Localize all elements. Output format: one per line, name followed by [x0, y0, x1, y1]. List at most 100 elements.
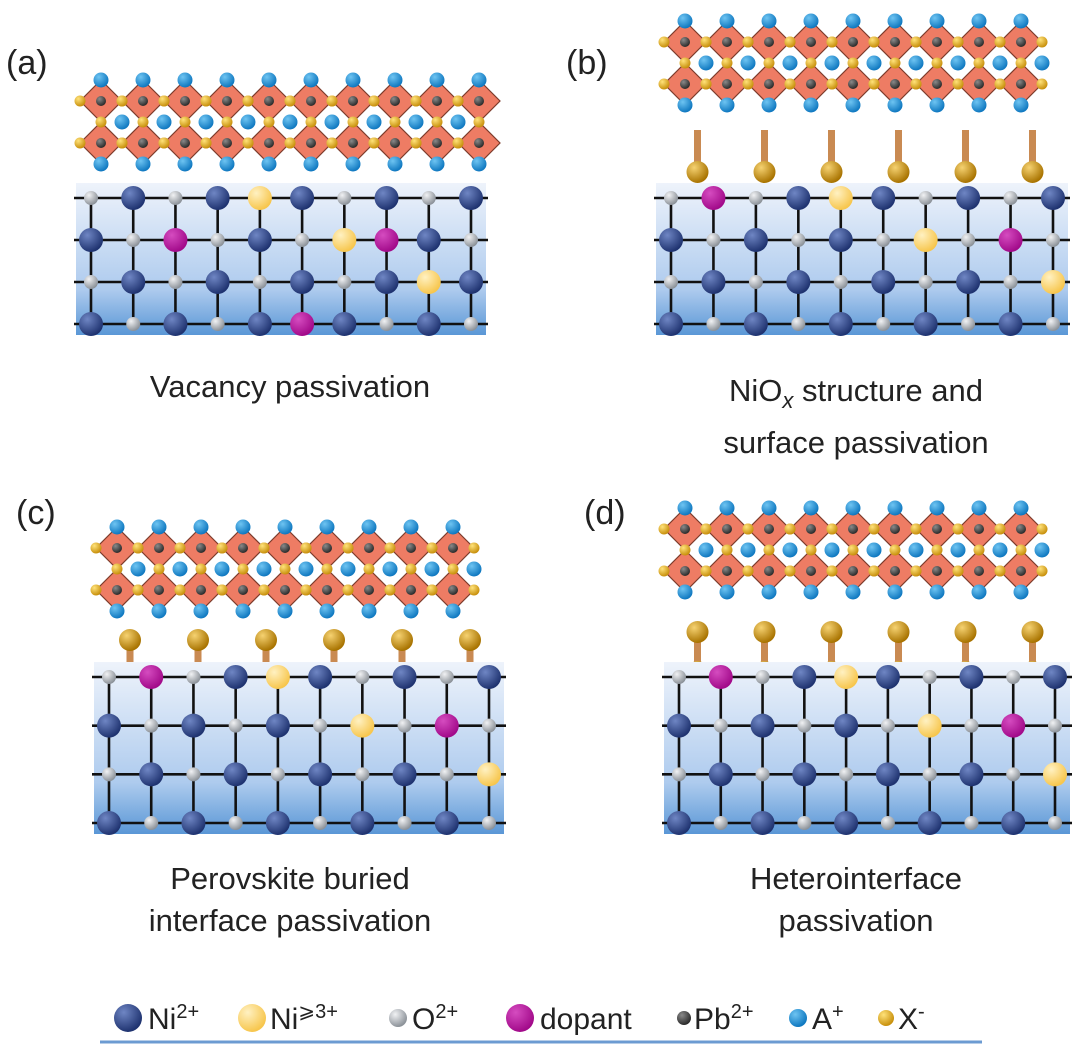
ni2-ion [659, 312, 683, 336]
dopant-ion [998, 228, 1023, 252]
ni2-ion [786, 270, 811, 294]
linker-bond [962, 130, 969, 172]
pb-ion [364, 543, 374, 553]
pb-ion [364, 585, 374, 595]
pb-ion [474, 138, 484, 148]
legend-label-o2: O2+ [412, 1001, 458, 1036]
o2-ion [186, 767, 201, 782]
ni2-ion [1043, 665, 1067, 689]
pb-ion [722, 79, 732, 89]
pb-ion [1016, 37, 1026, 47]
a-cation [992, 542, 1008, 558]
a-cation [466, 561, 482, 577]
pb-ion [348, 96, 358, 106]
x-ion [468, 584, 480, 596]
nio-substrate [664, 662, 1070, 834]
dopant-ion [290, 312, 315, 336]
x-ion [237, 563, 249, 575]
ni3-ion [828, 186, 853, 210]
a-cation [303, 156, 319, 172]
a-cation [135, 156, 151, 172]
a-cation [261, 156, 277, 172]
o2-ion [210, 233, 225, 247]
a-cation [403, 519, 419, 535]
nio-substrate [656, 183, 1068, 335]
caption-b-line-1: NiOx structure and [646, 370, 1066, 422]
o2-ion [706, 233, 721, 247]
a-cation [261, 72, 277, 88]
o2-ion [713, 816, 728, 830]
o2-ion [397, 816, 412, 830]
pb-ion [112, 585, 122, 595]
pb-ion [806, 37, 816, 47]
ni2-ion [871, 186, 896, 210]
caption-d: Heterointerface passivation [646, 858, 1066, 942]
ni2-ion [121, 270, 146, 294]
panel-c-schematic [90, 519, 506, 835]
legend-label-ni3-main: Ni [270, 1003, 298, 1036]
linker-bond [761, 130, 768, 172]
ni2-ion [834, 713, 859, 738]
a-cation [1034, 55, 1050, 71]
a-cation [130, 561, 146, 577]
linker-bond [761, 632, 768, 670]
ni2-ion [97, 811, 121, 835]
a-cation [866, 55, 882, 71]
a-cation [324, 114, 340, 130]
ni2-ion [79, 228, 103, 252]
a-cation [219, 72, 235, 88]
x-ion [305, 116, 317, 128]
x-ion [258, 542, 270, 554]
a-cation [450, 114, 466, 130]
o2-ion [337, 191, 352, 205]
a-cation [1013, 584, 1029, 600]
o2-ion [144, 816, 159, 830]
anchor-group [187, 629, 209, 651]
x-ion [405, 563, 417, 575]
o2-ion [922, 670, 937, 684]
o2-ion [1003, 191, 1018, 205]
o2-ion [379, 317, 394, 331]
o2-ion [270, 767, 285, 782]
legend-label-o2-main: O [412, 1003, 435, 1036]
o2-ion [961, 233, 976, 247]
ni2-ion [181, 811, 206, 835]
ni2-ion [956, 270, 981, 294]
x-ion [910, 523, 922, 535]
ni2-ion [917, 811, 942, 835]
x-ion [158, 95, 170, 107]
a-cation [109, 603, 125, 619]
a-cation [992, 55, 1008, 71]
a-cation [698, 542, 714, 558]
o2-ion [706, 317, 721, 331]
anchor-group [686, 161, 709, 183]
x-ion [1015, 544, 1027, 556]
dopant-ion [708, 665, 733, 689]
a-cation [282, 114, 298, 130]
x-ion [952, 523, 964, 535]
a-cation [845, 97, 861, 113]
pb-ion [222, 138, 232, 148]
pb-ion [112, 543, 122, 553]
x-ion [342, 542, 354, 554]
x-ion [847, 544, 859, 556]
x-ion [137, 116, 149, 128]
o2-ion [1046, 317, 1060, 331]
pb-ion [154, 543, 164, 553]
legend-label-a: A+ [812, 1001, 844, 1036]
o2-ion [918, 275, 933, 289]
a-cation [782, 542, 798, 558]
pb-ion [680, 79, 690, 89]
ni3-ion [834, 665, 859, 689]
ni2-ion [416, 312, 441, 336]
pb-ion [722, 566, 732, 576]
ni2-ion [828, 228, 853, 252]
pb-ion [448, 585, 458, 595]
ni2-ion [181, 713, 206, 738]
caption-b-rest: structure and [793, 373, 983, 408]
anchor-group [119, 629, 141, 651]
ni2-ion [374, 270, 399, 294]
x-ion [410, 137, 422, 149]
panel-b-schematic [654, 13, 1070, 336]
anchor-group [954, 161, 977, 183]
